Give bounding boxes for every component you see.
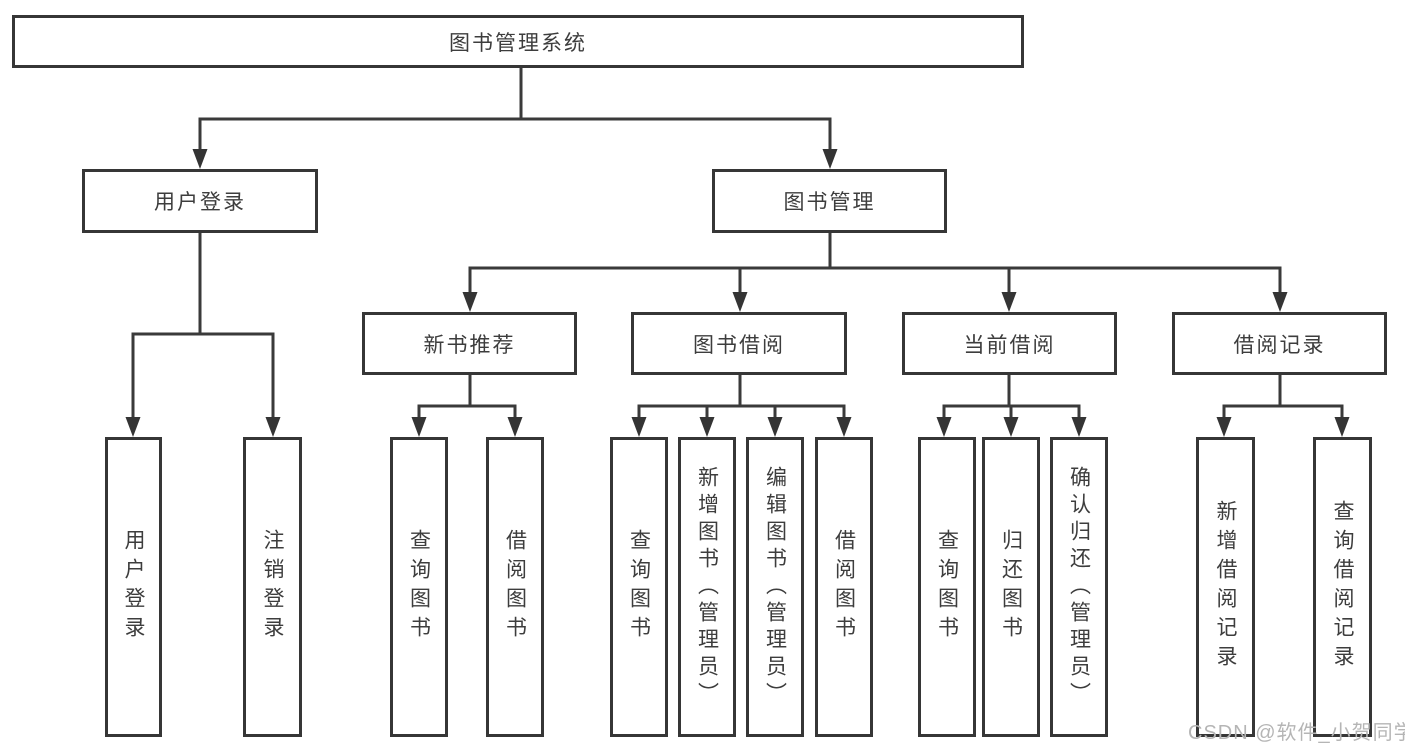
leaf-newbook-query-books: 查询图书	[390, 437, 448, 737]
leaf-user-login-label: 用户登录	[122, 529, 145, 645]
leaf-borrow-edit-books-admin: 编辑图书（管理员）	[746, 437, 804, 737]
node-root: 图书管理系统	[12, 15, 1024, 68]
leaf-logout: 注销登录	[243, 437, 302, 737]
leaf-add-borrow-record: 新增借阅记录	[1196, 437, 1255, 737]
leaf-borrow-borrow-books-label: 借阅图书	[832, 529, 856, 645]
watermark-text: CSDN @软件_小贺同学	[1188, 722, 1405, 744]
node-new-book-recommend: 新书推荐	[362, 312, 577, 375]
leaf-borrow-query-books-label: 查询图书	[627, 529, 651, 645]
leaf-logout-label: 注销登录	[261, 529, 284, 645]
leaf-user-login: 用户登录	[105, 437, 162, 737]
node-book-management: 图书管理	[712, 169, 947, 233]
leaf-borrow-add-books-admin: 新增图书（管理员）	[678, 437, 736, 737]
node-book-borrow-label: 图书借阅	[693, 333, 785, 357]
leaf-current-return-books: 归还图书	[982, 437, 1040, 737]
leaf-borrow-edit-books-admin-label: 编辑图书（管理员）	[763, 465, 787, 709]
node-user-login-label: 用户登录	[154, 191, 246, 214]
node-current-borrow-label: 当前借阅	[963, 333, 1056, 357]
leaf-query-borrow-record: 查询借阅记录	[1313, 437, 1372, 737]
node-root-label: 图书管理系统	[449, 31, 587, 55]
leaf-current-confirm-return-admin-label: 确认归还（管理员）	[1067, 465, 1091, 709]
leaf-borrow-borrow-books: 借阅图书	[815, 437, 873, 737]
node-new-book-recommend-label: 新书推荐	[423, 333, 516, 357]
leaf-newbook-borrow-books-label: 借阅图书	[503, 529, 527, 645]
node-user-login: 用户登录	[82, 169, 318, 233]
leaf-newbook-borrow-books: 借阅图书	[486, 437, 544, 737]
leaf-current-query-books: 查询图书	[918, 437, 976, 737]
leaf-query-borrow-record-label: 查询借阅记录	[1331, 500, 1354, 674]
leaf-current-confirm-return-admin: 确认归还（管理员）	[1050, 437, 1108, 737]
leaf-borrow-add-books-admin-label: 新增图书（管理员）	[695, 465, 719, 709]
leaf-newbook-query-books-label: 查询图书	[407, 529, 431, 645]
arrowheads-group	[125, 149, 1350, 437]
node-book-management-label: 图书管理	[783, 191, 876, 214]
node-current-borrow: 当前借阅	[902, 312, 1117, 375]
leaf-add-borrow-record-label: 新增借阅记录	[1214, 500, 1237, 674]
node-book-borrow: 图书借阅	[631, 312, 847, 375]
node-borrow-records-label: 借阅记录	[1233, 333, 1326, 357]
leaf-current-query-books-label: 查询图书	[935, 529, 959, 645]
leaf-current-return-books-label: 归还图书	[999, 529, 1023, 645]
leaf-borrow-query-books: 查询图书	[610, 437, 668, 737]
node-borrow-records: 借阅记录	[1172, 312, 1387, 375]
